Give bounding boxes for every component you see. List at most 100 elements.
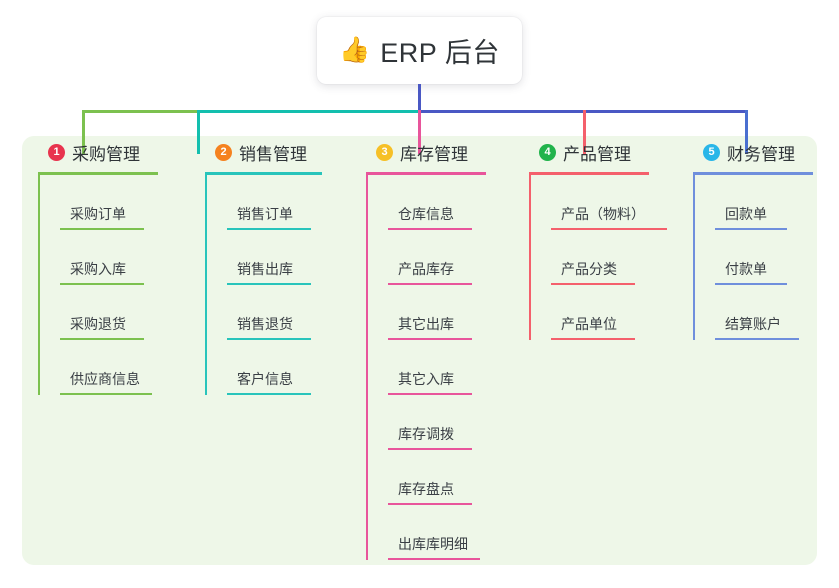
connector-drop-2 — [197, 110, 200, 154]
list-item-underline — [388, 228, 472, 230]
list-item[interactable]: 销售退货 — [227, 285, 322, 340]
list-item[interactable]: 产品库存 — [388, 230, 486, 285]
list-item[interactable]: 其它出库 — [388, 285, 486, 340]
column-title: 采购管理 — [72, 144, 140, 164]
list-item[interactable]: 产品单位 — [551, 285, 649, 340]
list-item[interactable]: 产品分类 — [551, 230, 649, 285]
list-item-label: 采购入库 — [70, 261, 126, 277]
list-item[interactable]: 销售订单 — [227, 175, 322, 230]
list-item-underline — [388, 338, 472, 340]
list-item-label: 产品单位 — [561, 316, 617, 332]
list-item-label: 采购订单 — [70, 206, 126, 222]
column-title: 产品管理 — [563, 144, 631, 164]
list-item-label: 仓库信息 — [398, 206, 454, 222]
list-item-underline — [227, 338, 311, 340]
list-item-underline — [388, 283, 472, 285]
list-item-label: 付款单 — [725, 261, 767, 277]
column-underline — [205, 172, 322, 175]
list-item[interactable]: 库存调拨 — [388, 395, 486, 450]
list-item-underline — [388, 558, 480, 560]
list-item[interactable]: 其它入库 — [388, 340, 486, 395]
column-header[interactable]: 4 产品管理 — [521, 136, 649, 168]
list-item-label: 其它入库 — [398, 371, 454, 387]
column-number-badge: 1 — [48, 143, 65, 161]
column-header[interactable]: 1 采购管理 — [30, 136, 158, 168]
list-item[interactable]: 客户信息 — [227, 340, 322, 395]
list-item-label: 采购退货 — [70, 316, 126, 332]
list-item[interactable]: 产品（物料） — [551, 175, 667, 230]
column-items: 仓库信息产品库存其它出库其它入库库存调拨库存盘点出库库明细 — [366, 175, 486, 560]
column-header[interactable]: 5 财务管理 — [685, 136, 813, 168]
list-item-underline — [227, 283, 311, 285]
list-item-label: 库存调拨 — [398, 426, 454, 442]
list-item-label: 其它出库 — [398, 316, 454, 332]
root-node[interactable]: 👍 ERP 后台 — [317, 17, 522, 84]
list-item-label: 客户信息 — [237, 371, 293, 387]
column-number-badge: 3 — [376, 143, 393, 161]
column-underline — [693, 172, 813, 175]
column-items: 产品（物料）产品分类产品单位 — [529, 175, 667, 340]
connector-drop-4 — [583, 110, 586, 154]
branch-trunk-line — [205, 175, 207, 395]
column-number-badge: 5 — [703, 143, 720, 161]
list-item[interactable]: 采购退货 — [60, 285, 158, 340]
column-header[interactable]: 3 库存管理 — [358, 136, 486, 168]
branch-trunk-line — [529, 175, 531, 340]
connector-drop-3 — [418, 110, 421, 154]
list-item-underline — [715, 283, 787, 285]
column-3: 3 库存管理仓库信息产品库存其它出库其它入库库存调拨库存盘点出库库明细 — [358, 136, 486, 560]
column-items: 回款单付款单结算账户 — [693, 175, 813, 340]
list-item-underline — [551, 228, 667, 230]
column-1: 1 采购管理采购订单采购入库采购退货供应商信息 — [30, 136, 158, 395]
list-item-label: 供应商信息 — [70, 371, 140, 387]
list-item-underline — [60, 283, 144, 285]
connector-bus-green — [82, 110, 198, 113]
list-item-label: 销售退货 — [237, 316, 293, 332]
list-item[interactable]: 库存盘点 — [388, 450, 486, 505]
list-item-label: 销售订单 — [237, 206, 293, 222]
branch-trunk-line — [38, 175, 40, 395]
list-item[interactable]: 仓库信息 — [388, 175, 486, 230]
list-item-underline — [388, 503, 472, 505]
column-items: 销售订单销售出库销售退货客户信息 — [205, 175, 322, 395]
column-title: 财务管理 — [727, 144, 795, 164]
column-number-badge: 4 — [539, 143, 556, 161]
column-number-badge: 2 — [215, 143, 232, 161]
list-item[interactable]: 回款单 — [715, 175, 813, 230]
root-node-label: ERP 后台 — [380, 38, 500, 68]
column-title: 库存管理 — [400, 144, 468, 164]
connector-bus-teal — [198, 110, 420, 113]
list-item-underline — [60, 228, 144, 230]
list-item-underline — [227, 393, 311, 395]
list-item-label: 结算账户 — [725, 316, 781, 332]
list-item-label: 库存盘点 — [398, 481, 454, 497]
column-4: 4 产品管理产品（物料）产品分类产品单位 — [521, 136, 667, 340]
list-item-label: 出库库明细 — [398, 536, 468, 552]
column-underline — [529, 172, 649, 175]
list-item[interactable]: 付款单 — [715, 230, 813, 285]
connector-drop-1 — [82, 110, 85, 154]
list-item[interactable]: 采购订单 — [60, 175, 158, 230]
list-item-underline — [60, 393, 152, 395]
list-item[interactable]: 结算账户 — [715, 285, 813, 340]
branch-trunk-line — [366, 175, 368, 560]
column-underline — [366, 172, 486, 175]
diagram-panel — [22, 136, 817, 565]
list-item-underline — [60, 338, 144, 340]
list-item[interactable]: 销售出库 — [227, 230, 322, 285]
list-item-underline — [388, 393, 472, 395]
list-item-underline — [715, 338, 799, 340]
list-item[interactable]: 供应商信息 — [60, 340, 158, 395]
list-item-underline — [551, 338, 635, 340]
list-item-underline — [715, 228, 787, 230]
list-item-underline — [227, 228, 311, 230]
list-item[interactable]: 出库库明细 — [388, 505, 486, 560]
list-item-label: 回款单 — [725, 206, 767, 222]
column-underline — [38, 172, 158, 175]
thumbs-up-icon: 👍 — [339, 36, 371, 64]
list-item[interactable]: 采购入库 — [60, 230, 158, 285]
connector-bus-blue — [418, 110, 747, 113]
